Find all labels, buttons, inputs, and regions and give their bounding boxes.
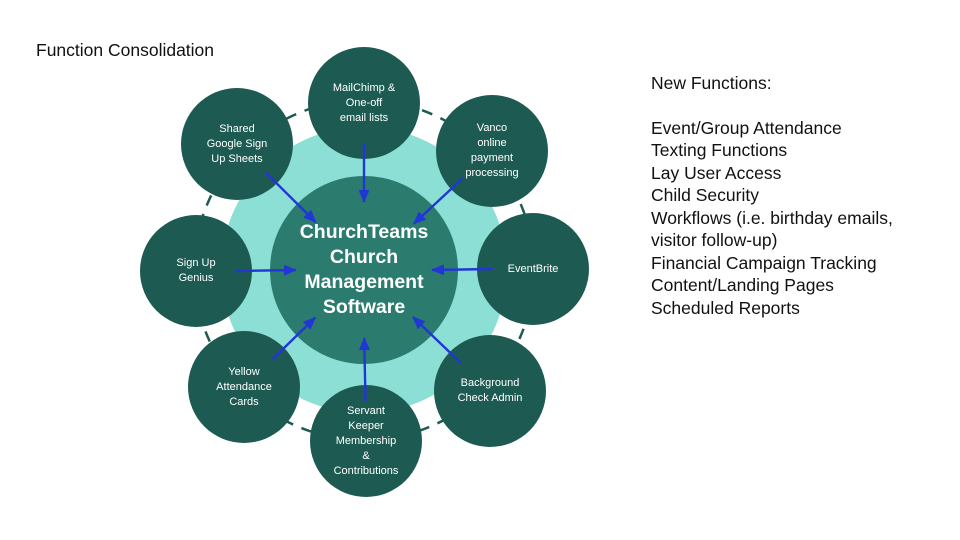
list-item: Lay User Access (651, 162, 782, 183)
function-consolidation-diagram: ChurchTeams Church Management Software M… (140, 47, 589, 497)
arrow-signup-genius-to-hub (235, 264, 297, 276)
satellite-label: Sign Up Genius (176, 257, 216, 284)
satellite-label: EventBrite (507, 262, 559, 275)
arrow-background-check-to-hub (412, 316, 463, 365)
arrow-servant-keeper-to-hub (358, 337, 370, 402)
slide-title: Function Consolidation (36, 40, 215, 60)
list-item: Scheduled Reports (651, 297, 800, 318)
arrow-vanco-to-hub (412, 177, 464, 225)
list-item: Event/Group Attendance (651, 117, 842, 138)
satellite-node-vanco: Vanco online payment processing (436, 95, 548, 207)
list-item: Content/Landing Pages (651, 275, 834, 295)
satellite-label: Vanco online payment processing (465, 122, 519, 179)
satellite-label: MailChimp & One-off email lists (332, 81, 396, 124)
new-functions-panel: New Functions: Event/Group Attendance Te… (651, 72, 923, 319)
new-functions-list: Event/Group Attendance Texting Functions… (651, 117, 923, 320)
satellite-label: Shared Google Sign Up Sheets (206, 122, 268, 165)
satellite-label: Yellow Attendance Cards (216, 365, 272, 408)
list-item: Child Security (651, 185, 759, 205)
satellite-node-mailchimp: MailChimp & One-off email lists (308, 47, 420, 159)
arrow-eventbrite-to-hub (431, 264, 494, 276)
hub-label: ChurchTeams Church Management Software (299, 221, 429, 318)
arrow-layer (235, 143, 494, 402)
arrow-yellow-cards-to-hub (271, 316, 317, 360)
satellite-label: Servant Keeper Membership & Contribution… (333, 404, 399, 477)
list-item: Financial Campaign Tracking (651, 252, 877, 273)
arrow-shared-google-to-hub (264, 171, 317, 223)
satellite-node-servant-keeper: Servant Keeper Membership & Contribution… (310, 385, 422, 497)
list-item: Workflows (i.e. birthday emails, visitor… (651, 207, 893, 251)
satellite-node-eventbrite: EventBrite (477, 213, 589, 325)
satellite-label: Background Check Admin (457, 377, 523, 404)
panel-heading: New Functions: (651, 73, 772, 93)
satellite-node-signup-genius: Sign Up Genius (140, 215, 252, 327)
list-item: Texting Functions (651, 140, 788, 160)
